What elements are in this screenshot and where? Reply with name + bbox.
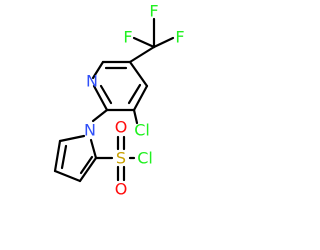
atom-n-pyrrole: N xyxy=(84,121,96,140)
bond-pyrrole-c5-c4 xyxy=(53,139,62,173)
bond-pyridine-c3-c4-inner xyxy=(127,83,142,105)
bond-pyridine-c4-c5 xyxy=(128,60,149,88)
atom-f-top: F xyxy=(149,2,158,21)
bond-pyridine-n-c2-inner xyxy=(99,84,113,105)
molecule-drawing: F F F N N Cl S O O Cl xyxy=(53,2,185,199)
bond-c3-cl xyxy=(132,108,139,125)
bond-pyrrole-c5-c4-inner xyxy=(60,144,68,170)
bond-pyrrole-n-c5 xyxy=(58,134,86,143)
bond-ring-cf3 xyxy=(128,45,156,64)
bond-pyridine-c6-n xyxy=(91,60,105,80)
bond-c2-n-pyrrole xyxy=(91,108,109,123)
atom-f-left: F xyxy=(123,28,132,47)
atom-f-right: F xyxy=(175,28,184,47)
bond-c-f-right xyxy=(152,36,175,49)
atom-o-bottom: O xyxy=(115,180,128,199)
atom-n-pyridine: N xyxy=(86,72,98,91)
bond-pyridine-c3-c4 xyxy=(132,84,149,112)
atom-cl-sulfonyl: Cl xyxy=(137,149,153,168)
structure-diagram: F F F N N Cl S O O Cl xyxy=(53,1,185,199)
bond-pyrrole-c2-n xyxy=(89,138,98,160)
bond-pyridine-n-c2 xyxy=(92,84,109,112)
atom-s-sulfonyl: S xyxy=(116,149,126,168)
atom-cl-ring: Cl xyxy=(134,121,150,140)
atom-labels: F F F N N Cl S O O Cl xyxy=(84,2,185,199)
bond-pyrrole-c3-c2 xyxy=(78,156,98,183)
bond-c-f-left xyxy=(132,36,156,49)
bond-pyrrole-c3-c2-inner xyxy=(79,155,94,175)
bonds xyxy=(53,17,175,183)
atom-o-top: O xyxy=(115,118,128,137)
bond-pyrrole-c4-c3 xyxy=(53,169,82,183)
